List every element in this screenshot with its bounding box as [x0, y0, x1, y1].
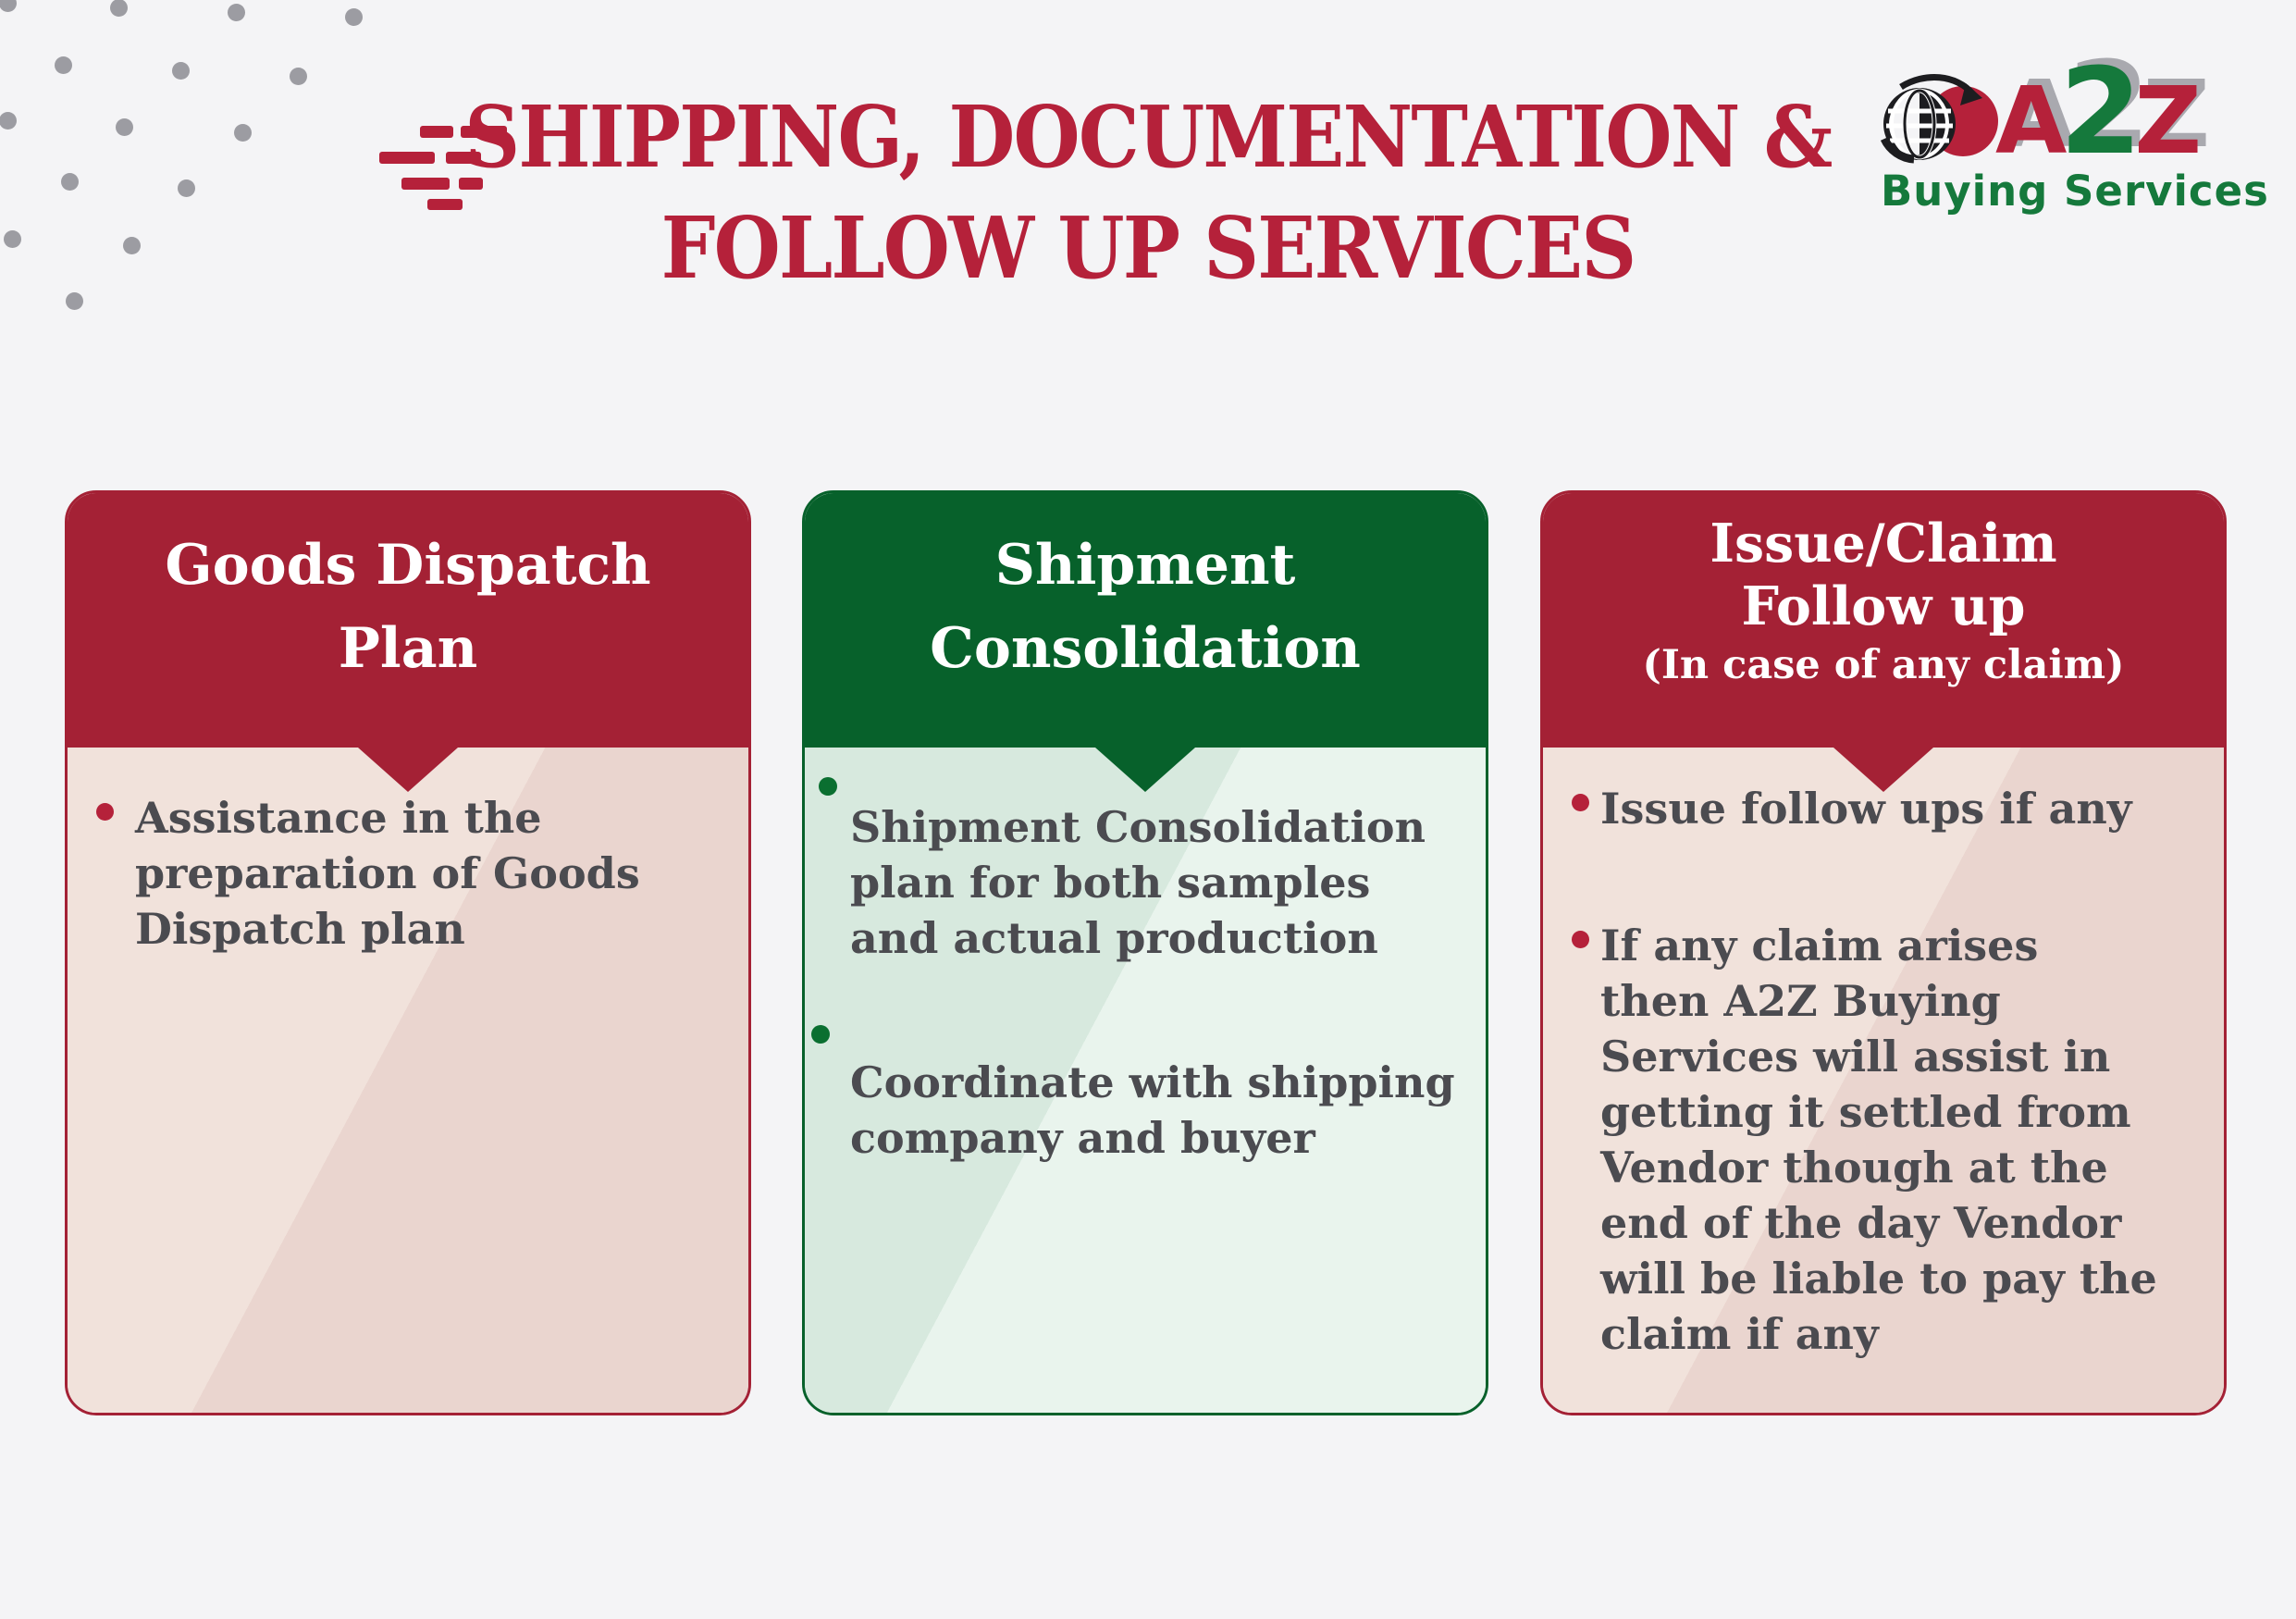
card-issue-claim-body: Issue follow ups if any If any claim ari… [1543, 748, 2224, 1413]
gray-dot [110, 0, 128, 17]
card-goods-dispatch-body: Assistance in the preparation of Goods D… [68, 748, 748, 1413]
card-shipment-consolidation-header: Shipment Consolidation [805, 493, 1486, 748]
list-item: If any claim arises then A2Z Buying Serv… [1572, 918, 2214, 1362]
brand-subtitle: Buying Services [1881, 167, 2269, 216]
list-item: Assistance in the preparation of Goods D… [96, 790, 727, 957]
notch-arrow-icon [358, 748, 458, 792]
list-item-text: Issue follow ups if any [1600, 784, 2132, 834]
card-goods-dispatch-header: Goods Dispatch Plan [68, 493, 748, 748]
list-item: Issue follow ups if any [1572, 781, 2214, 836]
brand-wordmark: A 2 Z [1995, 43, 2202, 181]
card-shipment-consolidation-body: Shipment Consolidation plan for both sam… [805, 748, 1486, 1413]
page-title: SHIPPING, DOCUMENTATION & FOLLOW UP SERV… [0, 81, 2296, 303]
bullet-icon [811, 1025, 830, 1044]
page-title-line-1: SHIPPING, DOCUMENTATION & [464, 87, 1833, 187]
decorative-dots [0, 0, 389, 333]
list-item-text: Shipment Consolidation plan for both sam… [850, 802, 1426, 963]
page-title-line-2: FOLLOW UP SERVICES [660, 198, 1637, 298]
card-goods-dispatch-plan: Goods Dispatch Plan Assistance in the pr… [65, 490, 751, 1415]
list-item-text: If any claim arises then A2Z Buying Serv… [1600, 921, 2157, 1359]
speed-lines-icon [379, 126, 507, 210]
card-title-line: Consolidation [930, 616, 1361, 681]
gray-dot [234, 124, 252, 142]
card-title-line: Goods Dispatch [165, 533, 651, 598]
gray-dot [178, 179, 195, 197]
card-title-line: Shipment [994, 533, 1296, 598]
card-title-line: Issue/Claim [1710, 513, 2057, 575]
card-issue-claim-header: Issue/Claim Follow up (In case of any cl… [1543, 493, 2224, 748]
brand-letter-2: 2 [2059, 43, 2142, 181]
gray-dot [172, 62, 190, 80]
notch-arrow-icon [1095, 748, 1195, 792]
card-subtitle: (In case of any claim) [1642, 642, 2125, 688]
notch-arrow-icon [1833, 748, 1933, 792]
bullet-icon [1572, 794, 1589, 811]
gray-dot [123, 237, 141, 254]
card-title-line: Follow up [1741, 575, 2026, 637]
gray-dot [55, 56, 72, 74]
bullet-icon [1572, 931, 1589, 948]
gray-dot [228, 4, 245, 21]
globe-arrow-icon [1880, 74, 1998, 164]
gray-dot [290, 68, 307, 85]
bullet-icon [819, 777, 837, 796]
gray-dot [61, 173, 79, 191]
brand-logo: A 2 Z Buying Services [1873, 43, 2269, 233]
brand-letter-a: A [1995, 67, 2068, 175]
card-shipment-consolidation: Shipment Consolidation Shipment Consolid… [802, 490, 1488, 1415]
gray-dot [345, 8, 363, 26]
gray-dot [66, 292, 83, 310]
list-item-text: Coordinate with shipping company and buy… [850, 1057, 1455, 1163]
bullet-icon [96, 803, 114, 821]
gray-dot [0, 0, 17, 12]
card-issue-claim-follow-up: Issue/Claim Follow up (In case of any cl… [1540, 490, 2227, 1415]
gray-dot [0, 112, 17, 130]
brand-letter-z: Z [2134, 67, 2202, 175]
list-item-text: Assistance in the preparation of Goods D… [135, 793, 640, 954]
card-title-line: Plan [338, 616, 478, 681]
gray-dot [4, 230, 21, 248]
gray-dot [116, 118, 133, 136]
